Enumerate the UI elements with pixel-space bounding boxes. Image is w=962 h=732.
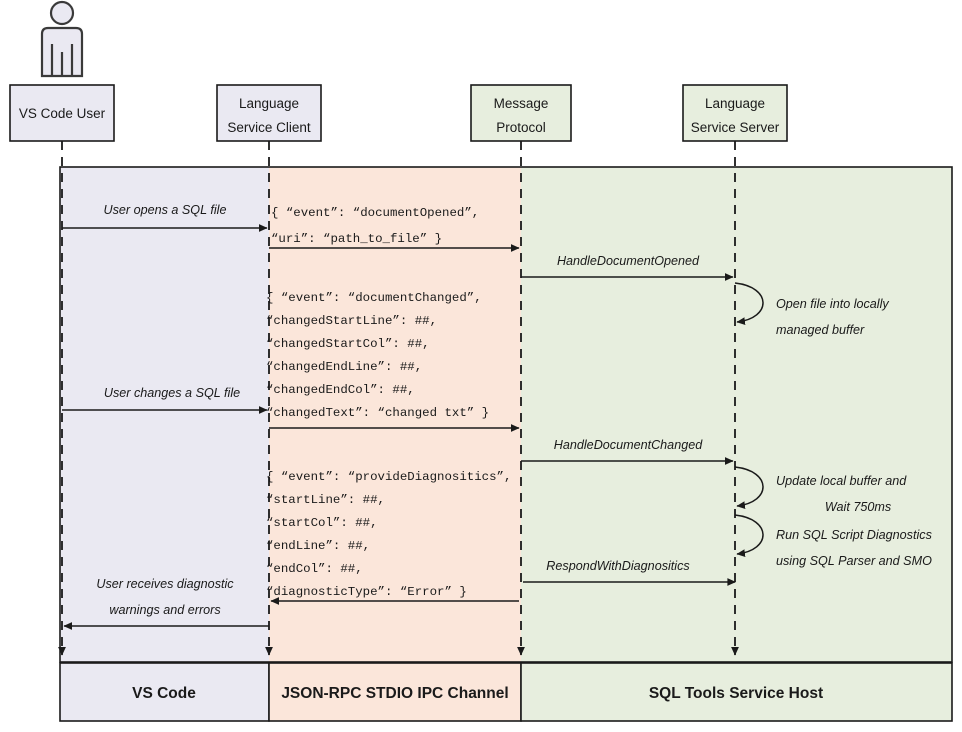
self-loop-label-run-diagnostics-2: using SQL Parser and SMO xyxy=(776,554,932,568)
json-line: { “event”: “documentOpened”, xyxy=(271,206,479,220)
json-line: “changedEndCol”: ##, xyxy=(266,383,415,397)
band-host xyxy=(521,167,952,662)
lifeline-label-message-protocol-1: Message xyxy=(494,96,549,111)
json-line: “startLine”: ##, xyxy=(266,493,385,507)
lifeline-label-language-service-server-2: Service Server xyxy=(691,120,780,135)
message-label-handle-document-changed: HandleDocumentChanged xyxy=(554,438,703,452)
footer-label-ipc: JSON-RPC STDIO IPC Channel xyxy=(281,685,508,702)
footer-label-vscode: VS Code xyxy=(132,685,196,702)
lifeline-label-language-service-client-2: Service Client xyxy=(227,120,311,135)
json-line: “diagnosticType”: “Error” } xyxy=(266,585,467,599)
message-label-user-opens: User opens a SQL file xyxy=(104,203,227,217)
self-loop-update-buffer: Update local buffer and Wait 750ms xyxy=(734,466,907,514)
json-line: “changedEndLine”: ##, xyxy=(266,360,422,374)
footer-bar: VS Code JSON-RPC STDIO IPC Channel SQL T… xyxy=(59,662,953,722)
message-user-changes-sql-file: User changes a SQL file xyxy=(62,386,268,414)
lifeline-header-message-protocol[interactable]: Message Protocol xyxy=(470,84,572,142)
json-line: “startCol”: ##, xyxy=(266,516,378,530)
self-loop-open-file: Open file into locally managed buffer xyxy=(734,282,889,337)
message-label-user-receives-1: User receives diagnostic xyxy=(96,577,234,591)
message-label-user-receives-2: warnings and errors xyxy=(109,603,221,617)
lifeline-label-message-protocol-2: Protocol xyxy=(496,120,546,135)
band-ipc xyxy=(269,167,521,662)
band-outline xyxy=(59,166,953,663)
band-vscode xyxy=(60,167,269,662)
json-line: { “event”: “provideDiagnositics”, xyxy=(266,470,511,484)
message-handle-document-opened: HandleDocumentOpened xyxy=(521,254,734,281)
self-loop-run-diagnostics: Run SQL Script Diagnostics using SQL Par… xyxy=(734,514,933,568)
lifeline-header-language-service-server[interactable]: Language Service Server xyxy=(682,84,788,142)
lifeline-label-language-service-client-1: Language xyxy=(239,96,299,111)
lifeline-header-language-service-client[interactable]: Language Service Client xyxy=(216,84,322,142)
self-loop-label-open-file-1: Open file into locally xyxy=(776,297,889,311)
self-loop-label-open-file-2: managed buffer xyxy=(776,323,865,337)
json-line: { “event”: “documentChanged”, xyxy=(266,291,482,305)
self-loop-label-run-diagnostics-1: Run SQL Script Diagnostics xyxy=(776,528,933,542)
self-loop-label-update-buffer-1: Update local buffer and xyxy=(776,474,907,488)
json-line: “endCol”: ##, xyxy=(266,562,363,576)
json-line: “uri”: “path_to_file” } xyxy=(271,232,442,246)
swimlane-bands xyxy=(59,166,953,663)
json-line: “changedStartCol”: ##, xyxy=(266,337,430,351)
lifeline-header-vscode-user[interactable]: VS Code User xyxy=(9,84,115,142)
self-loop-label-update-buffer-2: Wait 750ms xyxy=(825,500,892,514)
json-block-provide-diagnostics: { “event”: “provideDiagnositics”, “start… xyxy=(266,470,511,599)
json-line: “changedText”: “changed txt” } xyxy=(266,406,489,420)
footer-label-host: SQL Tools Service Host xyxy=(649,685,823,702)
lifeline-label-language-service-server-1: Language xyxy=(705,96,765,111)
lifelines-group xyxy=(58,141,739,656)
json-block-document-opened: { “event”: “documentOpened”, “uri”: “pat… xyxy=(271,206,479,246)
person-icon xyxy=(40,0,84,78)
message-handle-document-changed: HandleDocumentChanged xyxy=(521,438,734,465)
footer-box-host xyxy=(520,662,953,722)
message-user-receives-diagnostics: User receives diagnostic warnings and er… xyxy=(63,577,269,630)
message-user-opens-sql-file: User opens a SQL file xyxy=(62,203,268,232)
lifeline-label-vscode-user: VS Code User xyxy=(19,106,106,121)
json-block-document-changed: { “event”: “documentChanged”, “changedSt… xyxy=(266,291,489,420)
message-label-user-changes: User changes a SQL file xyxy=(104,386,240,400)
message-label-respond-with-diagnostics: RespondWithDiagnositics xyxy=(546,559,690,573)
message-respond-with-diagnostics: RespondWithDiagnositics xyxy=(523,559,736,586)
json-line: “changedStartLine”: ##, xyxy=(266,314,437,328)
json-line: “endLine”: ##, xyxy=(266,539,370,553)
message-label-handle-document-opened: HandleDocumentOpened xyxy=(557,254,700,268)
footer-box-vscode xyxy=(59,662,270,722)
footer-box-ipc xyxy=(268,662,522,722)
